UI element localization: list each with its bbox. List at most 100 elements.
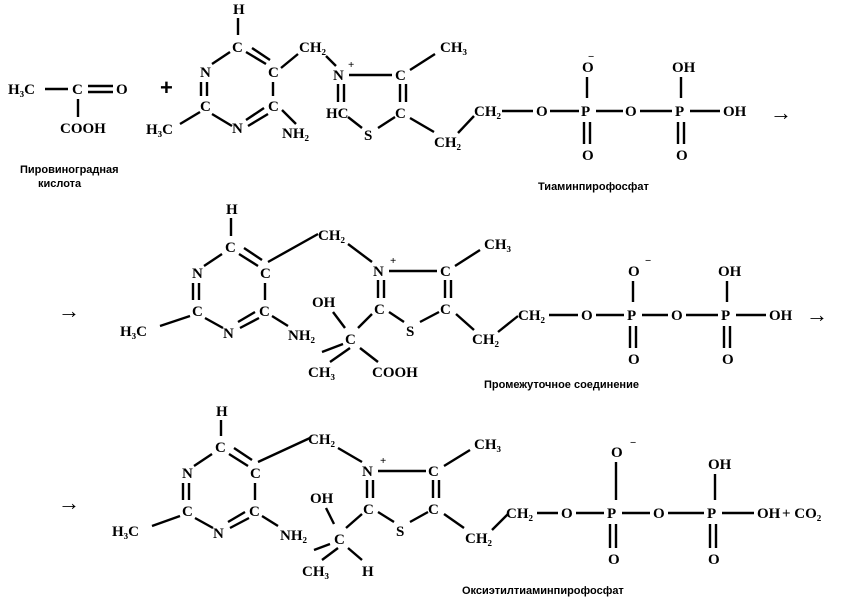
bond — [239, 316, 260, 330]
pyruvic-h3c: H₃C — [8, 82, 35, 98]
bond — [321, 342, 344, 354]
bond — [443, 448, 471, 468]
int-n-plus: N — [373, 264, 384, 280]
int-c-quat: C — [345, 332, 356, 348]
bond — [377, 115, 396, 130]
prod-c-ring-a: C — [428, 464, 439, 480]
plus-sign: + — [160, 75, 173, 100]
prod-oh: OH — [310, 491, 334, 507]
bond — [454, 248, 481, 268]
bond — [347, 243, 373, 263]
bond — [203, 253, 223, 267]
tpp-c-left: C — [200, 99, 211, 115]
tpp-n-upper: N — [200, 65, 211, 81]
tpp-p2: P — [675, 104, 684, 120]
tpp-ch3: CH₃ — [440, 40, 468, 56]
tpp-c-ring-a: C — [395, 68, 406, 84]
bond — [313, 542, 331, 552]
bond — [443, 513, 465, 529]
reaction-arrow-1: → — [770, 100, 792, 125]
bond — [457, 115, 475, 134]
prod-n-lower: N — [213, 526, 224, 542]
bond — [337, 446, 363, 464]
tpp-ch2-bridge: CH₂ — [299, 40, 327, 56]
prod-p1: P — [607, 506, 616, 522]
bond — [238, 252, 259, 268]
int-plus-charge: + — [390, 255, 396, 267]
prod-c-ring-c: C — [428, 502, 439, 518]
int-ch2-chain: CH₂ — [518, 308, 546, 324]
bond-inner — [251, 47, 271, 61]
bond — [455, 313, 475, 331]
bond — [271, 314, 289, 328]
int-nh2: NH₂ — [288, 328, 316, 344]
bond — [409, 510, 429, 524]
bond — [409, 52, 436, 72]
intermediate-label: Промежуточное соединение — [484, 379, 639, 391]
tpp-h3c: H₃C — [146, 122, 173, 138]
prod-c-quat: C — [334, 532, 345, 548]
pyruvic-c: C — [72, 82, 83, 98]
bond — [204, 316, 224, 330]
int-cooh: COOH — [372, 365, 418, 381]
tpp-oh-end: OH — [723, 104, 747, 120]
bond — [247, 112, 269, 128]
prod-n-upper: N — [182, 466, 193, 482]
int-o-dbl1: O — [628, 352, 640, 368]
tpp-o-bridge: O — [625, 104, 637, 120]
hydroxyethyl-tpp-structure: H C N C C C H₃C N NH₂ CH₂ N + C CH₃ C C — [112, 404, 822, 597]
int-c-bottom: C — [259, 304, 270, 320]
bond-inner — [237, 310, 256, 324]
prod-ch2-chain: CH₂ — [506, 506, 534, 522]
prod-plus-charge: + — [380, 455, 386, 467]
plus-co2: + CO₂ — [782, 506, 822, 522]
prod-oh-end: OH — [757, 506, 781, 522]
prod-h3c: H₃C — [112, 524, 139, 540]
int-h: H — [226, 202, 238, 218]
tpp-h: H — [233, 2, 245, 18]
bond — [409, 116, 435, 134]
int-c-ring-b: C — [374, 302, 385, 318]
int-oh: OH — [312, 295, 336, 311]
int-ch2-bridge: CH₂ — [318, 228, 346, 244]
tpp-nh2: NH₂ — [282, 126, 310, 142]
bond — [151, 514, 181, 528]
int-n-lower: N — [223, 326, 234, 342]
bond-inner — [233, 447, 253, 461]
bond — [491, 513, 509, 531]
bond — [324, 507, 336, 525]
int-c-left: C — [192, 304, 203, 320]
prod-c-top: C — [215, 440, 226, 456]
bond — [419, 310, 440, 324]
bond — [228, 452, 249, 468]
bond — [245, 50, 267, 66]
prod-h: H — [216, 404, 228, 420]
bond — [194, 516, 214, 530]
prod-s: S — [396, 524, 404, 540]
bond — [179, 110, 201, 126]
tpp-oh-top: OH — [672, 60, 696, 76]
bond — [281, 109, 297, 125]
tpp-c-right: C — [268, 65, 279, 81]
tpp-label: Тиаминпирофосфат — [538, 181, 649, 193]
int-o-bridge: O — [671, 308, 683, 324]
tpp-c-top: C — [232, 40, 243, 56]
bond-inner — [243, 247, 263, 261]
bond — [497, 315, 519, 333]
reaction-arrow-2-in: → — [58, 298, 80, 323]
prod-ch2-low: CH₂ — [465, 531, 493, 547]
prod-c-bottom: C — [249, 504, 260, 520]
int-h3c: H₃C — [120, 324, 147, 340]
prod-minus-charge: − — [630, 437, 636, 449]
int-oh-end: OH — [769, 308, 793, 324]
reaction-arrow-3-in: → — [58, 490, 80, 515]
prod-nh2: NH₂ — [280, 528, 308, 544]
prod-o-dbl1: O — [608, 552, 620, 568]
prod-o-minus: O — [611, 445, 623, 461]
int-c-ring-a: C — [440, 264, 451, 280]
int-ch3: CH₃ — [484, 237, 512, 253]
bond — [229, 516, 250, 530]
bond — [388, 311, 405, 323]
bond-inner — [245, 107, 265, 121]
prod-c-ring-b: C — [363, 502, 374, 518]
